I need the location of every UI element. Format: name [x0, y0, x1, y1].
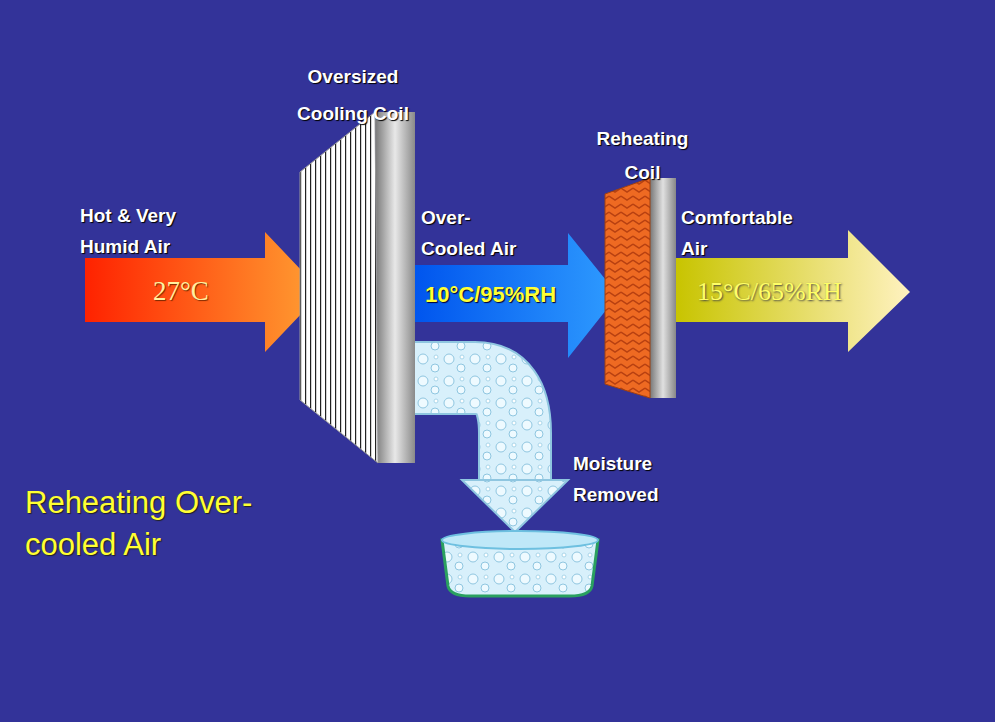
- condition-value: 10°C/95%RH: [425, 280, 556, 310]
- inlet-air-arrow: Hot & Very Humid Air 27°C: [80, 198, 325, 358]
- coil-label: Reheating Coil: [585, 122, 700, 190]
- comfortable-air-arrow: Comfortable Air 15°C/65%RH: [676, 200, 916, 360]
- condition-value: 15°C/65%RH: [697, 275, 842, 309]
- moisture-label: Moisture Removed: [573, 448, 693, 510]
- coil-label: Oversized Cooling Coil: [283, 58, 423, 132]
- air-label: Over- Cooled Air: [421, 202, 533, 264]
- moisture-drain-arrow: [413, 378, 568, 532]
- temperature-value: 27°C: [153, 274, 209, 308]
- air-label: Comfortable Air: [681, 202, 811, 264]
- air-label: Hot & Very Humid Air: [80, 200, 210, 262]
- condensate-bowl-shape: [440, 528, 600, 600]
- overcooled-air-arrow: Over- Cooled Air 10°C/95%RH: [415, 200, 620, 360]
- condensate-bowl: Moisture Removed: [440, 528, 600, 600]
- slide-title: Reheating Over-cooled Air: [25, 482, 325, 566]
- cooling-coil: Oversized Cooling Coil: [283, 58, 423, 463]
